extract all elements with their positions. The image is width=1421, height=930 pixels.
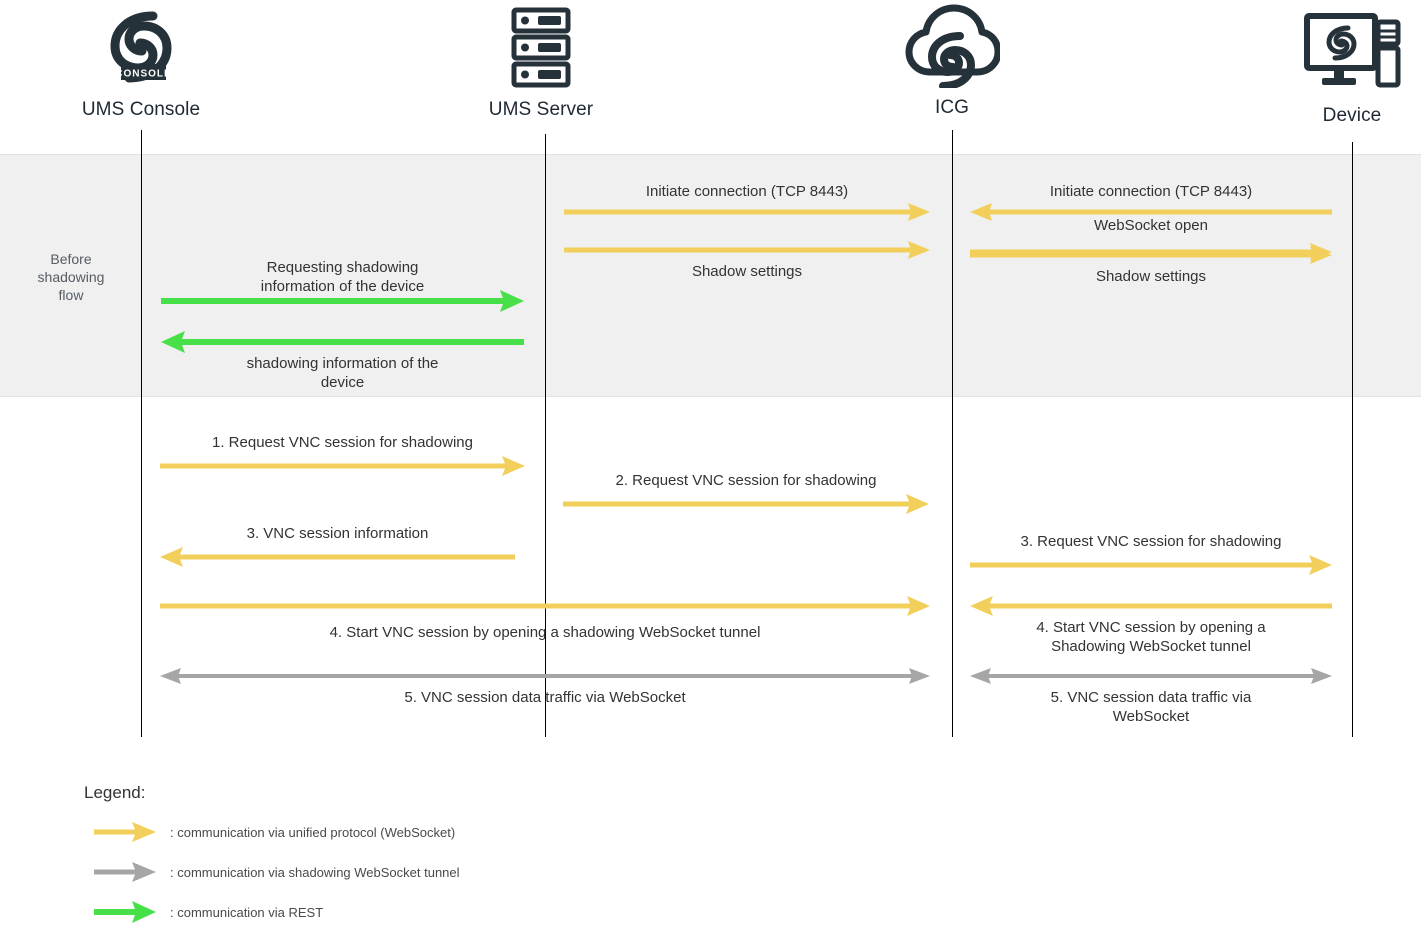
legend-item-rest: : communication via REST xyxy=(94,901,323,923)
message-label: 2. Request VNC session for shadowing xyxy=(615,472,877,489)
message-step-5-device: 5. VNC session data traffic via WebSocke… xyxy=(970,665,1332,727)
legend-item-label: : communication via REST xyxy=(170,904,324,920)
message-step-5-console: 5. VNC session data traffic via WebSocke… xyxy=(160,665,930,725)
legend-item-label: : communication via shadowing WebSocket … xyxy=(170,864,460,880)
actor-label-device: Device xyxy=(1322,105,1382,126)
message-shadow-settings-server: Shadow settings xyxy=(564,240,930,282)
lifeline-ums-console xyxy=(141,130,142,737)
message-label: 4. Start VNC session by opening a shadow… xyxy=(329,624,761,641)
message-initiate-connection-device: Initiate connection (TCP 8443) xyxy=(970,182,1332,222)
actor-icg: ICG xyxy=(872,2,1032,119)
actor-ums-console: CONSOLE UMS Console xyxy=(61,6,221,121)
actor-label-ums-server: UMS Server xyxy=(488,99,594,120)
legend-item-shadowing-tunnel: : communication via shadowing WebSocket … xyxy=(94,861,460,883)
message-shadowing-info: shadowing information of the device xyxy=(161,330,524,391)
message-label: WebSocket open xyxy=(1094,217,1208,234)
cloud-gateway-icon xyxy=(872,2,1032,93)
message-shadow-settings-device: Shadow settings xyxy=(970,245,1332,287)
actor-device: Device xyxy=(1272,10,1421,127)
message-label: shadowing information of the device xyxy=(246,355,439,391)
message-step-3-console: 3. VNC session information xyxy=(160,524,515,570)
message-label: 5. VNC session data traffic via WebSocke… xyxy=(404,689,686,706)
message-websocket-open: WebSocket open xyxy=(970,216,1332,260)
message-requesting-shadowing-info: Requesting shadowing information of the … xyxy=(161,258,524,314)
message-label: Initiate connection (TCP 8443) xyxy=(1049,183,1253,200)
legend-item-unified-protocol: : communication via unified protocol (We… xyxy=(94,821,455,843)
message-step-4-console: 4. Start VNC session by opening a shadow… xyxy=(160,595,930,655)
message-label: Shadow settings xyxy=(691,263,803,280)
desktop-device-icon xyxy=(1272,10,1421,101)
legend-title: Legend: xyxy=(84,783,146,802)
message-step-1: 1. Request VNC session for shadowing xyxy=(160,433,525,479)
message-label: Shadow settings xyxy=(1095,268,1207,285)
message-step-2: 2. Request VNC session for shadowing xyxy=(563,471,929,517)
actor-label-icg: ICG xyxy=(934,97,970,118)
actor-ums-server: UMS Server xyxy=(461,6,621,121)
actor-label-ums-console: UMS Console xyxy=(81,99,201,120)
message-step-3-device: 3. Request VNC session for shadowing xyxy=(970,532,1332,578)
message-label: 3. VNC session information xyxy=(246,525,429,542)
message-label: 1. Request VNC session for shadowing xyxy=(212,434,473,451)
svg-text:CONSOLE: CONSOLE xyxy=(115,69,171,80)
legend-item-label: : communication via unified protocol (We… xyxy=(170,824,456,840)
ums-console-logo-icon: CONSOLE xyxy=(61,6,221,95)
message-label: Requesting shadowing information of the … xyxy=(260,259,425,295)
arrow-unified-protocol-icon xyxy=(94,822,156,842)
arrow-shadowing-tunnel-icon xyxy=(94,862,156,882)
phase-band-before-shadowing xyxy=(0,154,1421,397)
message-label: 5. VNC session data traffic via WebSocke… xyxy=(1050,689,1252,725)
server-rack-icon xyxy=(461,6,621,95)
message-label: 4. Start VNC session by opening a Shadow… xyxy=(1036,619,1266,655)
lifeline-ums-server xyxy=(545,134,546,737)
message-label: Initiate connection (TCP 8443) xyxy=(645,183,849,200)
phase-label-before-shadowing: Before shadowing flow xyxy=(37,251,105,303)
lifeline-device xyxy=(1352,142,1353,737)
message-step-4-device: 4. Start VNC session by opening a Shadow… xyxy=(970,595,1332,657)
message-initiate-connection-server: Initiate connection (TCP 8443) xyxy=(564,182,930,222)
message-label: 3. Request VNC session for shadowing xyxy=(1020,533,1282,550)
arrow-rest-icon xyxy=(94,901,156,923)
lifeline-icg xyxy=(952,130,953,737)
legend: Legend: : communication via unified prot… xyxy=(84,783,684,928)
